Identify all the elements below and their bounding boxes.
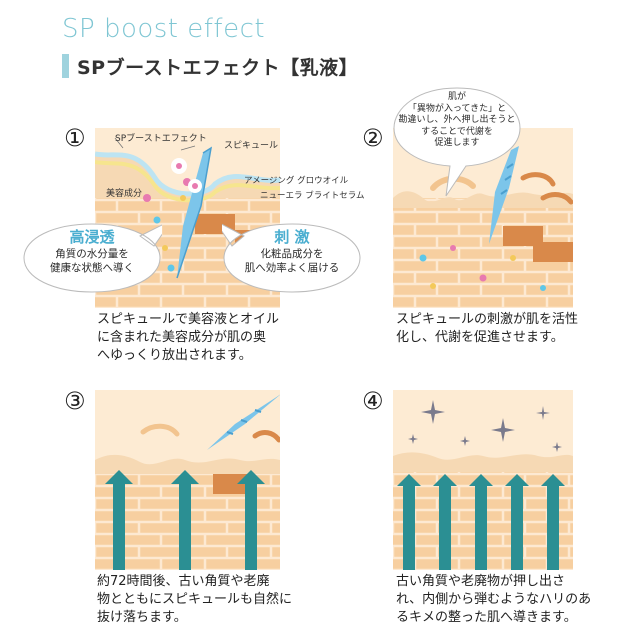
- bubble-left-line2: 健康な状態へ導く: [50, 262, 134, 274]
- label-spicule: スピキュール: [224, 141, 279, 151]
- bubble-2: 肌が 「異物が入ってきた」と 勘違いし、外へ押し出そうと することで代謝を 促進…: [392, 92, 522, 150]
- bubble-2-line: することで代謝を: [421, 126, 493, 137]
- label-beauty-ingredient: 美容成分: [106, 189, 143, 199]
- title-english: SP boost effect: [62, 14, 266, 44]
- caption-4: 古い角質や老廃物が押し出さ れ、内側から弾むようなハリのあ るキメの整った肌へ導…: [396, 573, 596, 627]
- bubble-right-line2: 肌へ効率よく届ける: [244, 262, 340, 274]
- caption-4-line: れ、内側から弾むようなハリのあ: [396, 592, 592, 607]
- label-nuera-serum: ニューエラ ブライトセラム: [260, 191, 365, 201]
- bubble-2-line: 「異物が入ってきた」と: [407, 103, 507, 114]
- panel-4-illustration: [393, 390, 573, 570]
- bubble-left-heading: 高浸透: [69, 228, 115, 246]
- bubble-2-line: 勘違いし、外へ押し出そうと: [398, 115, 516, 125]
- bubble-right-heading: 刺 激: [274, 228, 310, 246]
- title-japanese-row: SPブーストエフェクト【乳液】: [62, 52, 358, 80]
- bubble-left-shape: [23, 223, 162, 293]
- step-number-1: ①: [64, 124, 86, 152]
- bubble-2-line: 肌が: [447, 92, 466, 102]
- bubble-right-line1: 化粧品成分を: [260, 248, 324, 260]
- caption-3-line: 約72時間後、古い角質や老廃: [97, 574, 270, 589]
- step-number-4: ④: [362, 387, 384, 415]
- panel-3-illustration: [95, 390, 280, 570]
- caption-3-line: 物とともにスピキュールも自然に: [97, 592, 293, 607]
- caption-1: スピキュールで美容液とオイル に含まれた美容成分が肌の奥 へゆっくり放出されます…: [97, 311, 297, 365]
- label-sp-boost: SPブーストエフェクト: [115, 134, 207, 144]
- title-accent-bar: [62, 54, 69, 78]
- step-number-2: ②: [362, 124, 384, 152]
- caption-3: 約72時間後、古い角質や老廃 物とともにスピキュールも自然に 抜け落ちます。: [97, 573, 297, 627]
- bubble-2-shape: [393, 87, 521, 197]
- bubble-right-shape: [222, 223, 361, 293]
- caption-4-line: るキメの整った肌へ導きます。: [396, 610, 577, 625]
- caption-2-line: 化し、代謝を促進させます。: [396, 330, 564, 345]
- title-japanese: SPブーストエフェクト【乳液】: [77, 56, 359, 79]
- bubble-2-line: 促進します: [434, 138, 480, 148]
- caption-2-line: スピキュールの刺激が肌を活性: [396, 312, 579, 327]
- caption-1-line: へゆっくり放出されます。: [97, 348, 252, 363]
- caption-3-line: 抜け落ちます。: [97, 610, 187, 625]
- bubble-right: 刺 激 化粧品成分を 肌へ効率よく届ける: [222, 226, 362, 275]
- caption-2: スピキュールの刺激が肌を活性 化し、代謝を促進させます。: [396, 311, 596, 347]
- caption-1-line: スピキュールで美容液とオイル: [97, 312, 280, 327]
- step-number-3: ③: [64, 387, 86, 415]
- label-amazing-oil: アメージング グロウオイル: [244, 176, 349, 186]
- caption-1-line: に含まれた美容成分が肌の奥: [97, 330, 267, 345]
- bubble-left: 高浸透 角質の水分量を 健康な状態へ導く: [22, 226, 162, 275]
- caption-4-line: 古い角質や老廃物が押し出さ: [396, 574, 566, 589]
- bubble-left-line1: 角質の水分量を: [55, 248, 129, 260]
